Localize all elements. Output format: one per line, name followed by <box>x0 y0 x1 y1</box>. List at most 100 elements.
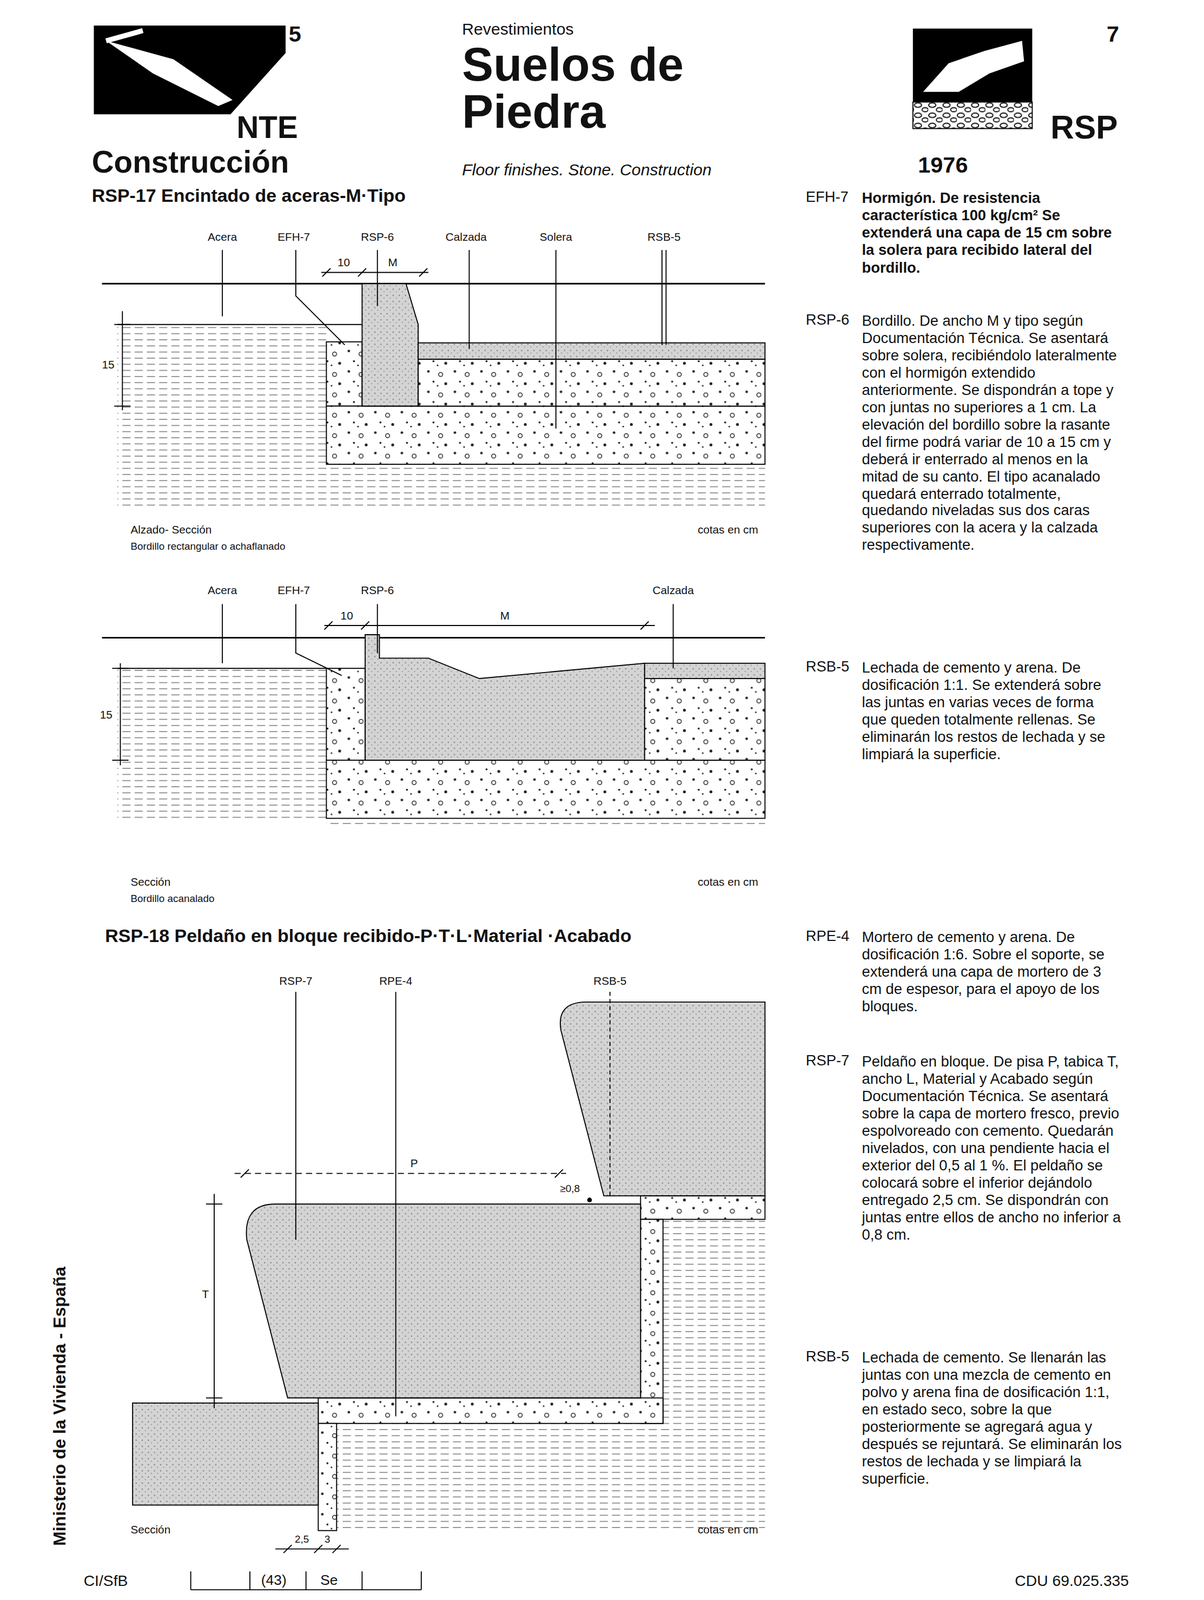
sheet-code: RSP <box>1050 110 1118 147</box>
nte-logo-part <box>93 25 286 115</box>
subtitle: Floor finishes. Stone. Construction <box>461 161 712 180</box>
rsp-logo <box>913 28 1033 129</box>
curb-section-channel-part <box>111 667 129 669</box>
curb-section-rectangular-part <box>114 405 131 407</box>
callout-code: RPE-4 <box>378 974 414 987</box>
callout-code: RSP-6 <box>359 583 395 597</box>
step-section-part <box>336 1423 663 1531</box>
view-label: Alzado- Sección <box>130 523 212 536</box>
dimension: ≥0,8 <box>558 1182 581 1194</box>
callout-code: RSB-5 <box>646 230 682 243</box>
step-section-part <box>295 991 297 1240</box>
curb-section-channel-part <box>295 603 342 676</box>
curb-section-channel-part <box>644 678 766 760</box>
spec-text: Lechada de cemento y arena. De dosificac… <box>862 658 1123 763</box>
figure-heading: RSP-18 Peldaño en bloque recibido-P·T·L·… <box>104 925 632 946</box>
nte-logo <box>93 25 286 115</box>
dimension: 10 <box>339 609 355 622</box>
curb-section-rectangular-part <box>321 272 429 274</box>
step-section-part <box>587 1197 592 1202</box>
spec-code: RSP-7 <box>805 1052 850 1069</box>
classification: CDU 69.025.335 <box>1014 1571 1129 1589</box>
view-label: Sección <box>130 1522 171 1536</box>
view-label: Sección <box>130 875 171 888</box>
curb-section-rectangular-part <box>555 249 557 429</box>
curb-section-rectangular-part <box>326 406 765 465</box>
step-section-part <box>314 1544 323 1553</box>
section-name: Revestimientos <box>461 20 574 39</box>
callout-code: RSP-6 <box>359 230 395 243</box>
curb-section-rectangular-part <box>322 268 331 277</box>
curb-section-channel-part <box>361 620 370 630</box>
step-section-part <box>395 991 397 1416</box>
figure-heading: RSP-17 Encintado de aceras-M·Tipo <box>91 186 406 207</box>
dimension: M <box>499 609 511 622</box>
curb-section-rectangular-part <box>361 283 419 406</box>
spec-text: Hormigón. De resistencia característica … <box>862 189 1123 277</box>
curb-section-channel <box>102 603 766 829</box>
classification-boxes-part <box>420 1570 422 1590</box>
classification: CI/SfB <box>83 1571 129 1589</box>
step-section-part <box>609 991 611 1196</box>
curb-section-rectangular-part <box>665 249 667 345</box>
curb-section-rectangular <box>102 249 766 508</box>
curb-section-rectangular-part <box>419 268 428 277</box>
year: 1976 <box>917 153 968 178</box>
spec-text: Mortero de cemento y arena. De dosificac… <box>862 928 1123 1015</box>
curb-section-rectangular-part <box>661 249 663 345</box>
curb-section-rectangular-part <box>468 249 471 349</box>
spec-text: Bordillo. De ancho M y tipo según Docume… <box>862 312 1123 555</box>
spec-code: RSB-5 <box>805 658 850 676</box>
nte-logo-part <box>106 30 143 42</box>
spec-code: RSB-5 <box>805 1348 850 1365</box>
spec-code: RPE-4 <box>805 928 850 945</box>
spec-code: EFH-7 <box>805 189 849 207</box>
curb-section-channel-part <box>326 667 366 760</box>
step-section-part <box>318 1423 337 1531</box>
dimension: P <box>409 1156 420 1169</box>
step-section-part <box>275 1548 349 1550</box>
step-section-part <box>240 1168 249 1177</box>
curb-section-channel-part <box>365 634 645 760</box>
curb-section-channel-part <box>376 603 379 653</box>
step-section-part <box>234 1172 567 1174</box>
part-label: Solera <box>538 230 574 243</box>
curb-section-channel-part <box>672 603 674 668</box>
step-section-part <box>332 1544 341 1553</box>
rsp-logo-part <box>923 40 1025 92</box>
dimension: 10 <box>336 255 352 269</box>
curb-section-channel-part <box>644 663 766 679</box>
callout-code: RSP-7 <box>278 974 314 987</box>
part-label: Acera <box>206 583 238 597</box>
curb-section-rectangular-part <box>326 341 362 407</box>
step-section-part <box>554 1168 564 1177</box>
curb-section-channel-part <box>640 620 649 630</box>
curb-section-channel-part <box>111 759 129 761</box>
nte-logo-part <box>106 40 233 107</box>
step-section-part <box>283 1544 292 1553</box>
rsp-logo-part <box>913 102 1033 129</box>
classification-boxes-part <box>249 1570 251 1590</box>
curb-section-channel-part <box>221 603 223 663</box>
publisher: Ministerio de la Vivienda - España <box>50 1266 70 1546</box>
step-section-part <box>132 1402 319 1505</box>
spec-text: Peldaño en bloque. De pisa P, tabica T, … <box>862 1052 1123 1243</box>
curb-section-channel-part <box>324 620 333 630</box>
curb-section-rectangular-part <box>376 249 379 307</box>
spec-code: RSP-6 <box>805 312 850 329</box>
curb-section-rectangular-part <box>117 326 327 508</box>
units-note: cotas en cm <box>697 523 759 536</box>
dimension: 3 <box>323 1532 332 1545</box>
dimension: 2,5 <box>293 1532 310 1545</box>
view-note: Bordillo acanalado <box>130 892 215 904</box>
callout-code: EFH-7 <box>276 583 312 597</box>
step-section-part <box>206 1397 223 1399</box>
spec-text: Lechada de cemento. Se llenarán las junt… <box>862 1348 1123 1487</box>
curb-section-rectangular-part <box>418 359 765 407</box>
curb-section-rectangular-part <box>418 342 765 360</box>
dimension: 15 <box>98 708 114 721</box>
curb-section-rectangular-part <box>114 323 131 326</box>
curb-section-rectangular-part <box>221 249 223 317</box>
curb-section-rectangular-part <box>358 268 367 277</box>
step-section-part <box>213 1193 215 1408</box>
